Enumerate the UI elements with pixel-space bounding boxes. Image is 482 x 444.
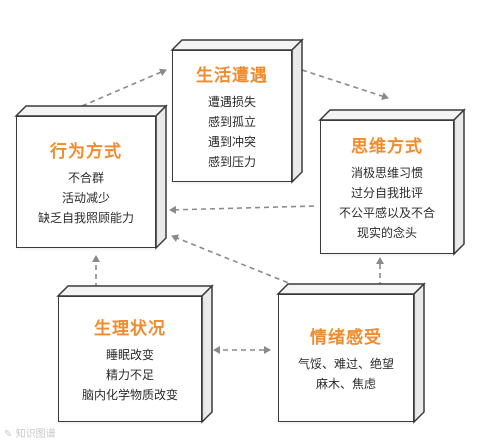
node-line: 活动减少: [61, 190, 110, 205]
node-line: 缺乏自我照顾能力: [37, 210, 134, 225]
node-title: 生理状况: [94, 318, 166, 339]
box-depth: [170, 38, 304, 184]
node-emotion: 情绪感受 气馁、难过、绝望 麻木、焦虑: [276, 282, 426, 424]
node-thinking: 思维方式 消极思维习惯 过分自我批评 不公平感以及不合 现实的念头: [318, 108, 466, 256]
watermark-text: 知识图谱: [15, 429, 56, 440]
node-line: 现实的念头: [356, 225, 417, 240]
node-line: 消极思维习惯: [350, 165, 423, 180]
box-depth: [276, 282, 426, 424]
node-life-events: 生活遭遇 遭遇损失 感到孤立 遇到冲突 感到压力: [170, 38, 304, 184]
node-line: 过分自我批评: [350, 185, 423, 200]
node-line: 感到压力: [207, 154, 256, 169]
node-physiology: 生理状况 睡眠改变 精力不足 脑内化学物质改变: [56, 284, 214, 424]
node-line: 感到孤立: [207, 114, 256, 129]
node-title: 思维方式: [351, 136, 423, 157]
node-line: 麻木、焦虑: [315, 376, 376, 391]
node-behavior: 行为方式 不合群 活动减少 缺乏自我照顾能力: [14, 104, 168, 250]
node-line: 不合群: [67, 170, 104, 185]
node-title: 行为方式: [50, 141, 122, 162]
watermark-logo-icon: ✎: [4, 429, 13, 440]
arrow-thinking-to-behavior: [169, 205, 315, 214]
node-line: 遭遇损失: [207, 94, 256, 109]
node-title: 情绪感受: [310, 327, 382, 348]
node-line: 睡眠改变: [105, 347, 154, 362]
watermark: ✎ 知识图谱: [4, 425, 56, 440]
node-line: 遇到冲突: [207, 134, 256, 149]
node-line: 精力不足: [105, 367, 154, 382]
box-depth: [318, 108, 466, 256]
arrow-emotion-to-behavior: [171, 234, 297, 287]
node-line: 脑内化学物质改变: [81, 387, 178, 402]
arrow-life-to-thinking: [301, 69, 389, 100]
node-line: 不公平感以及不合: [338, 205, 435, 220]
arrow-behavior-to-life: [81, 68, 167, 107]
node-line: 气馁、难过、绝望: [297, 356, 394, 371]
node-title: 生活遭遇: [196, 65, 268, 86]
